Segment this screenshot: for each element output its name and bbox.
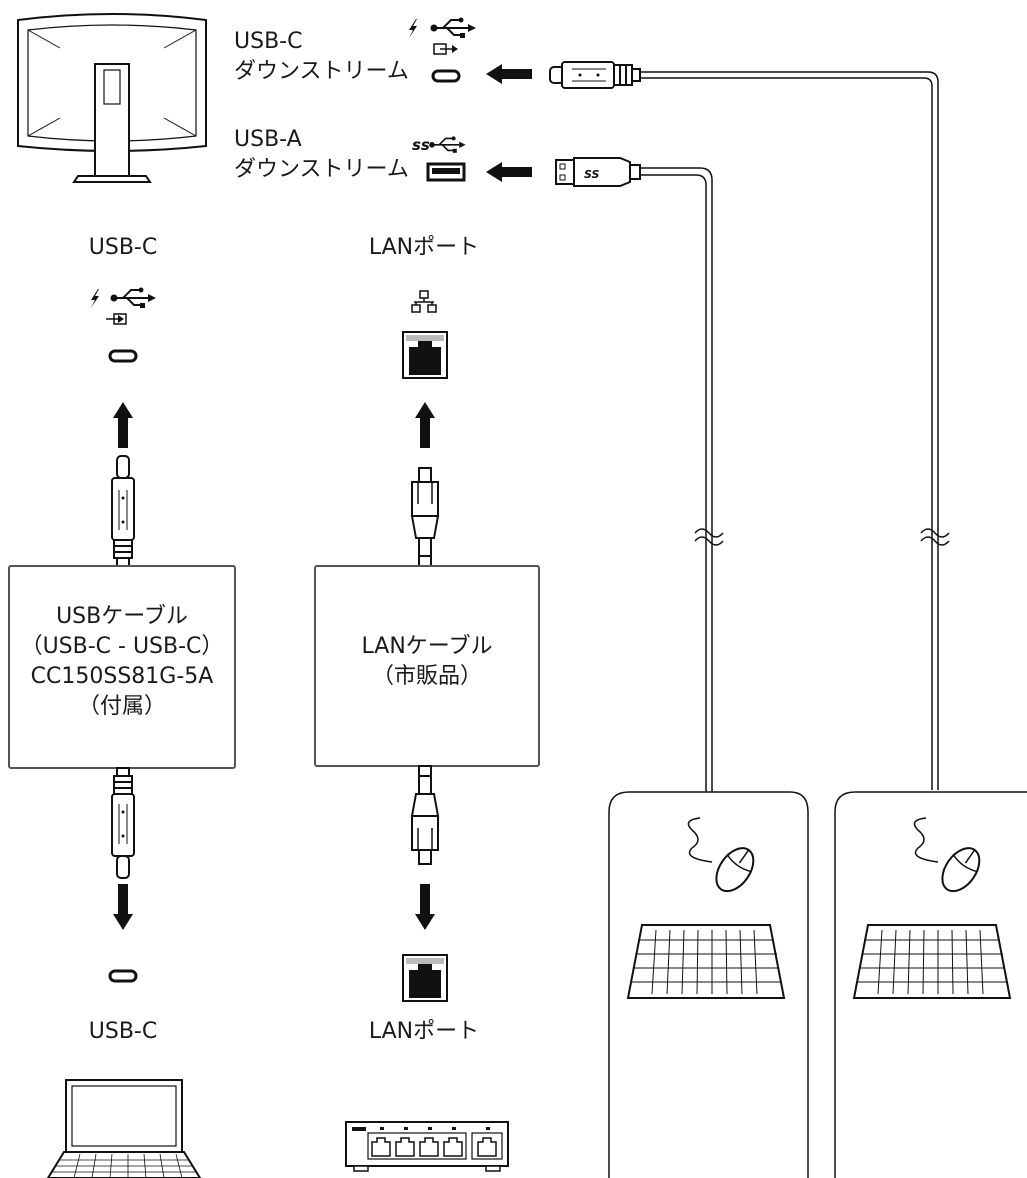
arrow-icon [415,884,435,930]
usb-icon [429,16,477,39]
network-hub-icon [345,1121,509,1172]
laptop-icon [46,1079,202,1178]
monitor-icon [17,13,207,183]
usb-a-port-icon [426,162,466,182]
usb-a-downstream-label-1: USB-A [234,127,302,152]
rj45-plug-icon [411,467,439,557]
svg-text:SS: SS [584,168,600,181]
arrow-icon [486,162,532,182]
cable-break-icon [920,528,950,546]
rj45-port-icon [402,954,448,1002]
lan-cable-description: LANケーブル （市販品） [361,634,493,689]
arrow-icon [113,884,133,930]
usb-icon [428,135,467,154]
input-port-icon [106,313,127,325]
lan-port-top-label: LANポート [368,235,480,260]
lan-port-bottom-label: LANポート [368,1019,480,1044]
lightning-icon [91,289,99,308]
usb-c-port-icon [108,349,138,363]
cable-break-icon [694,528,724,546]
usb-cable-description: USBケーブル （USB-C - USB-C） CC150SS81G-5A （付… [20,604,224,719]
usb-c-downstream-label-2: ダウンストリーム [234,59,409,84]
usb-c-top-label: USB-C [88,235,158,260]
rj45-plug-icon [411,775,439,865]
lightning-icon [409,19,417,38]
usb-a-cable [640,167,713,790]
usb-c-port-icon [431,69,461,83]
superspeed-logo: ss [412,136,430,154]
arrow-icon [415,402,435,448]
arrow-icon [486,64,532,84]
usb-c-downstream-label-1: USB-C [234,29,303,54]
usb-icon [109,286,157,309]
usb-a-downstream-label-2: ダウンストリーム [234,157,409,182]
arrow-icon [113,402,133,448]
usb-c-plug-icon [549,61,641,89]
usb-c-port-icon [108,969,138,983]
usb-c-plug-icon [111,455,135,567]
usb-c-bottom-label: USB-C [88,1019,158,1044]
rj45-port-icon [402,331,448,379]
usb-c-plug-icon [111,767,135,879]
lan-network-icon [411,290,437,313]
usb-c-cable [640,71,939,790]
output-port-icon [433,43,458,55]
usb-a-plug-icon: SS [555,157,641,187]
